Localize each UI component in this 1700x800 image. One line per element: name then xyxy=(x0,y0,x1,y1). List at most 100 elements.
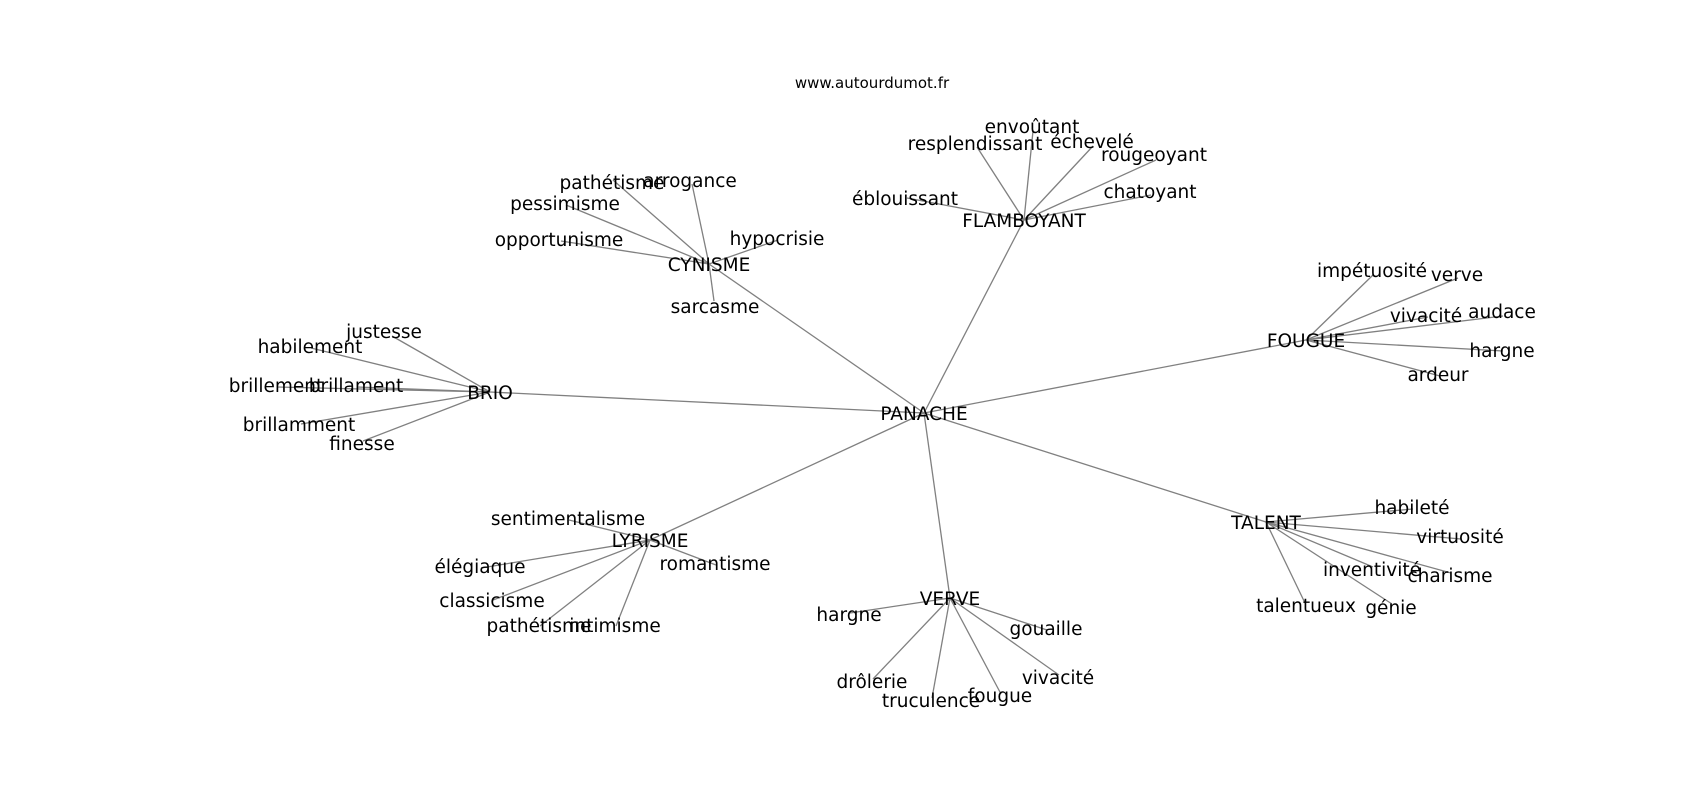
edge-cynisme-word xyxy=(691,183,710,265)
word-verve-4: truculence xyxy=(882,691,980,712)
edge-brio-word xyxy=(310,347,491,393)
edge-verve-word xyxy=(931,597,951,699)
hub-flamboyant: FLAMBOYANT xyxy=(962,211,1086,232)
hub-cynisme: CYNISME xyxy=(668,255,751,276)
word-cynisme-5: hypocrisie xyxy=(730,229,825,250)
edge-lyrisme-word xyxy=(615,539,651,627)
word-brio-4: brillament xyxy=(309,376,404,397)
word-talent-4: charisme xyxy=(1407,566,1492,587)
edge-panache-fougue xyxy=(923,339,1307,414)
word-flamboyant-2: resplendissant xyxy=(908,134,1043,155)
edge-flamboyant-word xyxy=(1023,130,1034,221)
word-verve-3: drôlerie xyxy=(837,672,908,693)
edge-talent-word xyxy=(1265,521,1374,568)
word-verve-6: vivacité xyxy=(1022,668,1094,689)
word-fougue-4: audace xyxy=(1468,302,1536,323)
word-cynisme-3: pessimisme xyxy=(510,194,620,215)
edge-brio-word xyxy=(356,386,491,393)
word-cynisme-1: pathétisme xyxy=(560,173,665,194)
edge-panache-brio xyxy=(489,391,925,414)
hub-talent: TALENT xyxy=(1230,513,1301,534)
word-lyrisme-1: sentimentalisme xyxy=(491,509,645,530)
edge-cynisme-word xyxy=(612,179,710,265)
edge-fougue-word xyxy=(1305,315,1504,341)
word-talent-3: inventivité xyxy=(1323,560,1421,581)
edge-flamboyant-word xyxy=(1023,159,1157,221)
edge-fougue-word xyxy=(1305,277,1459,341)
hub-lyrisme: LYRISME xyxy=(612,531,689,552)
word-fougue-3: vivacité xyxy=(1390,306,1462,327)
word-verve-2: gouaille xyxy=(1010,619,1083,640)
edge-flamboyant-word xyxy=(906,197,1025,221)
edge-lyrisme-word xyxy=(539,539,651,627)
edge-talent-word xyxy=(1265,521,1452,574)
edge-fougue-word xyxy=(1305,339,1441,377)
edge-verve-word xyxy=(949,597,1060,676)
edge-flamboyant-word xyxy=(976,146,1025,221)
hub-fougue: FOUGUE xyxy=(1267,331,1345,352)
source-url: www.autourdumot.fr xyxy=(795,74,950,92)
edge-panache-flamboyant xyxy=(923,219,1025,414)
edge-verve-word xyxy=(949,597,1048,631)
word-flamboyant-6: chatoyant xyxy=(1103,182,1196,203)
edge-panache-cynisme xyxy=(708,263,925,414)
edge-fougue-word xyxy=(1305,274,1374,341)
edge-verve-word xyxy=(849,597,951,614)
edge-talent-word xyxy=(1265,521,1393,605)
edge-lyrisme-word xyxy=(568,519,651,541)
hub-verve: VERVE xyxy=(920,589,981,610)
edge-panache-verve xyxy=(923,412,951,599)
edge-brio-word xyxy=(391,335,491,393)
edge-cynisme-word xyxy=(565,204,710,265)
edge-lyrisme-word xyxy=(492,539,651,601)
word-flamboyant-3: envoûtant xyxy=(985,117,1080,138)
edge-talent-word xyxy=(1265,521,1462,540)
edge-lyrisme-word xyxy=(649,539,717,566)
edge-panache-lyrisme xyxy=(649,412,925,541)
edge-verve-word xyxy=(949,597,1002,695)
edge-cynisme-word xyxy=(708,239,779,265)
word-talent-5: talentueux xyxy=(1256,596,1356,617)
edge-flamboyant-word xyxy=(1023,145,1094,221)
edge-fougue-word xyxy=(1305,339,1504,352)
edge-panache-talent xyxy=(923,412,1267,523)
word-brio-1: justesse xyxy=(345,322,422,343)
word-talent-6: génie xyxy=(1365,598,1416,619)
edge-cynisme-word xyxy=(708,263,715,302)
word-talent-1: habileté xyxy=(1374,498,1449,519)
word-verve-1: hargne xyxy=(816,605,881,626)
edge-lyrisme-word xyxy=(480,539,651,569)
hub-brio: BRIO xyxy=(467,383,513,404)
word-verve-5: fougue xyxy=(968,686,1032,707)
edge-flamboyant-word xyxy=(1023,194,1152,221)
word-fougue-5: hargne xyxy=(1469,341,1534,362)
word-fougue-2: verve xyxy=(1431,265,1483,286)
word-brio-5: brillamment xyxy=(243,415,356,436)
word-brio-2: habilement xyxy=(258,337,363,358)
word-flamboyant-5: rougeoyant xyxy=(1101,145,1207,166)
word-lyrisme-3: romantisme xyxy=(659,554,770,575)
word-flamboyant-1: éblouissant xyxy=(852,189,958,210)
word-flamboyant-4: échevelé xyxy=(1050,132,1134,153)
word-lyrisme-6: intimisme xyxy=(569,616,660,637)
word-brio-3: brillement xyxy=(229,376,324,397)
word-talent-2: virtuosité xyxy=(1416,527,1503,548)
word-lyrisme-5: pathétisme xyxy=(487,616,592,637)
word-fougue-6: ardeur xyxy=(1407,365,1468,386)
edge-brio-word xyxy=(362,391,491,442)
edge-talent-word xyxy=(1265,521,1306,604)
edge-talent-word xyxy=(1265,508,1414,523)
word-cynisme-4: opportunisme xyxy=(495,230,624,251)
edge-cynisme-word xyxy=(560,240,710,265)
edge-verve-word xyxy=(872,597,951,680)
center-node: PANACHE xyxy=(880,404,967,425)
word-cynisme-2: arrogance xyxy=(643,171,737,192)
word-lyrisme-2: élégiaque xyxy=(435,557,526,578)
word-cynisme-6: sarcasme xyxy=(671,297,760,318)
word-fougue-1: impétuosité xyxy=(1317,261,1427,282)
edge-fougue-word xyxy=(1305,316,1429,341)
word-lyrisme-4: classicisme xyxy=(439,591,544,612)
word-brio-6: finesse xyxy=(329,434,394,455)
edge-brio-word xyxy=(300,391,491,425)
